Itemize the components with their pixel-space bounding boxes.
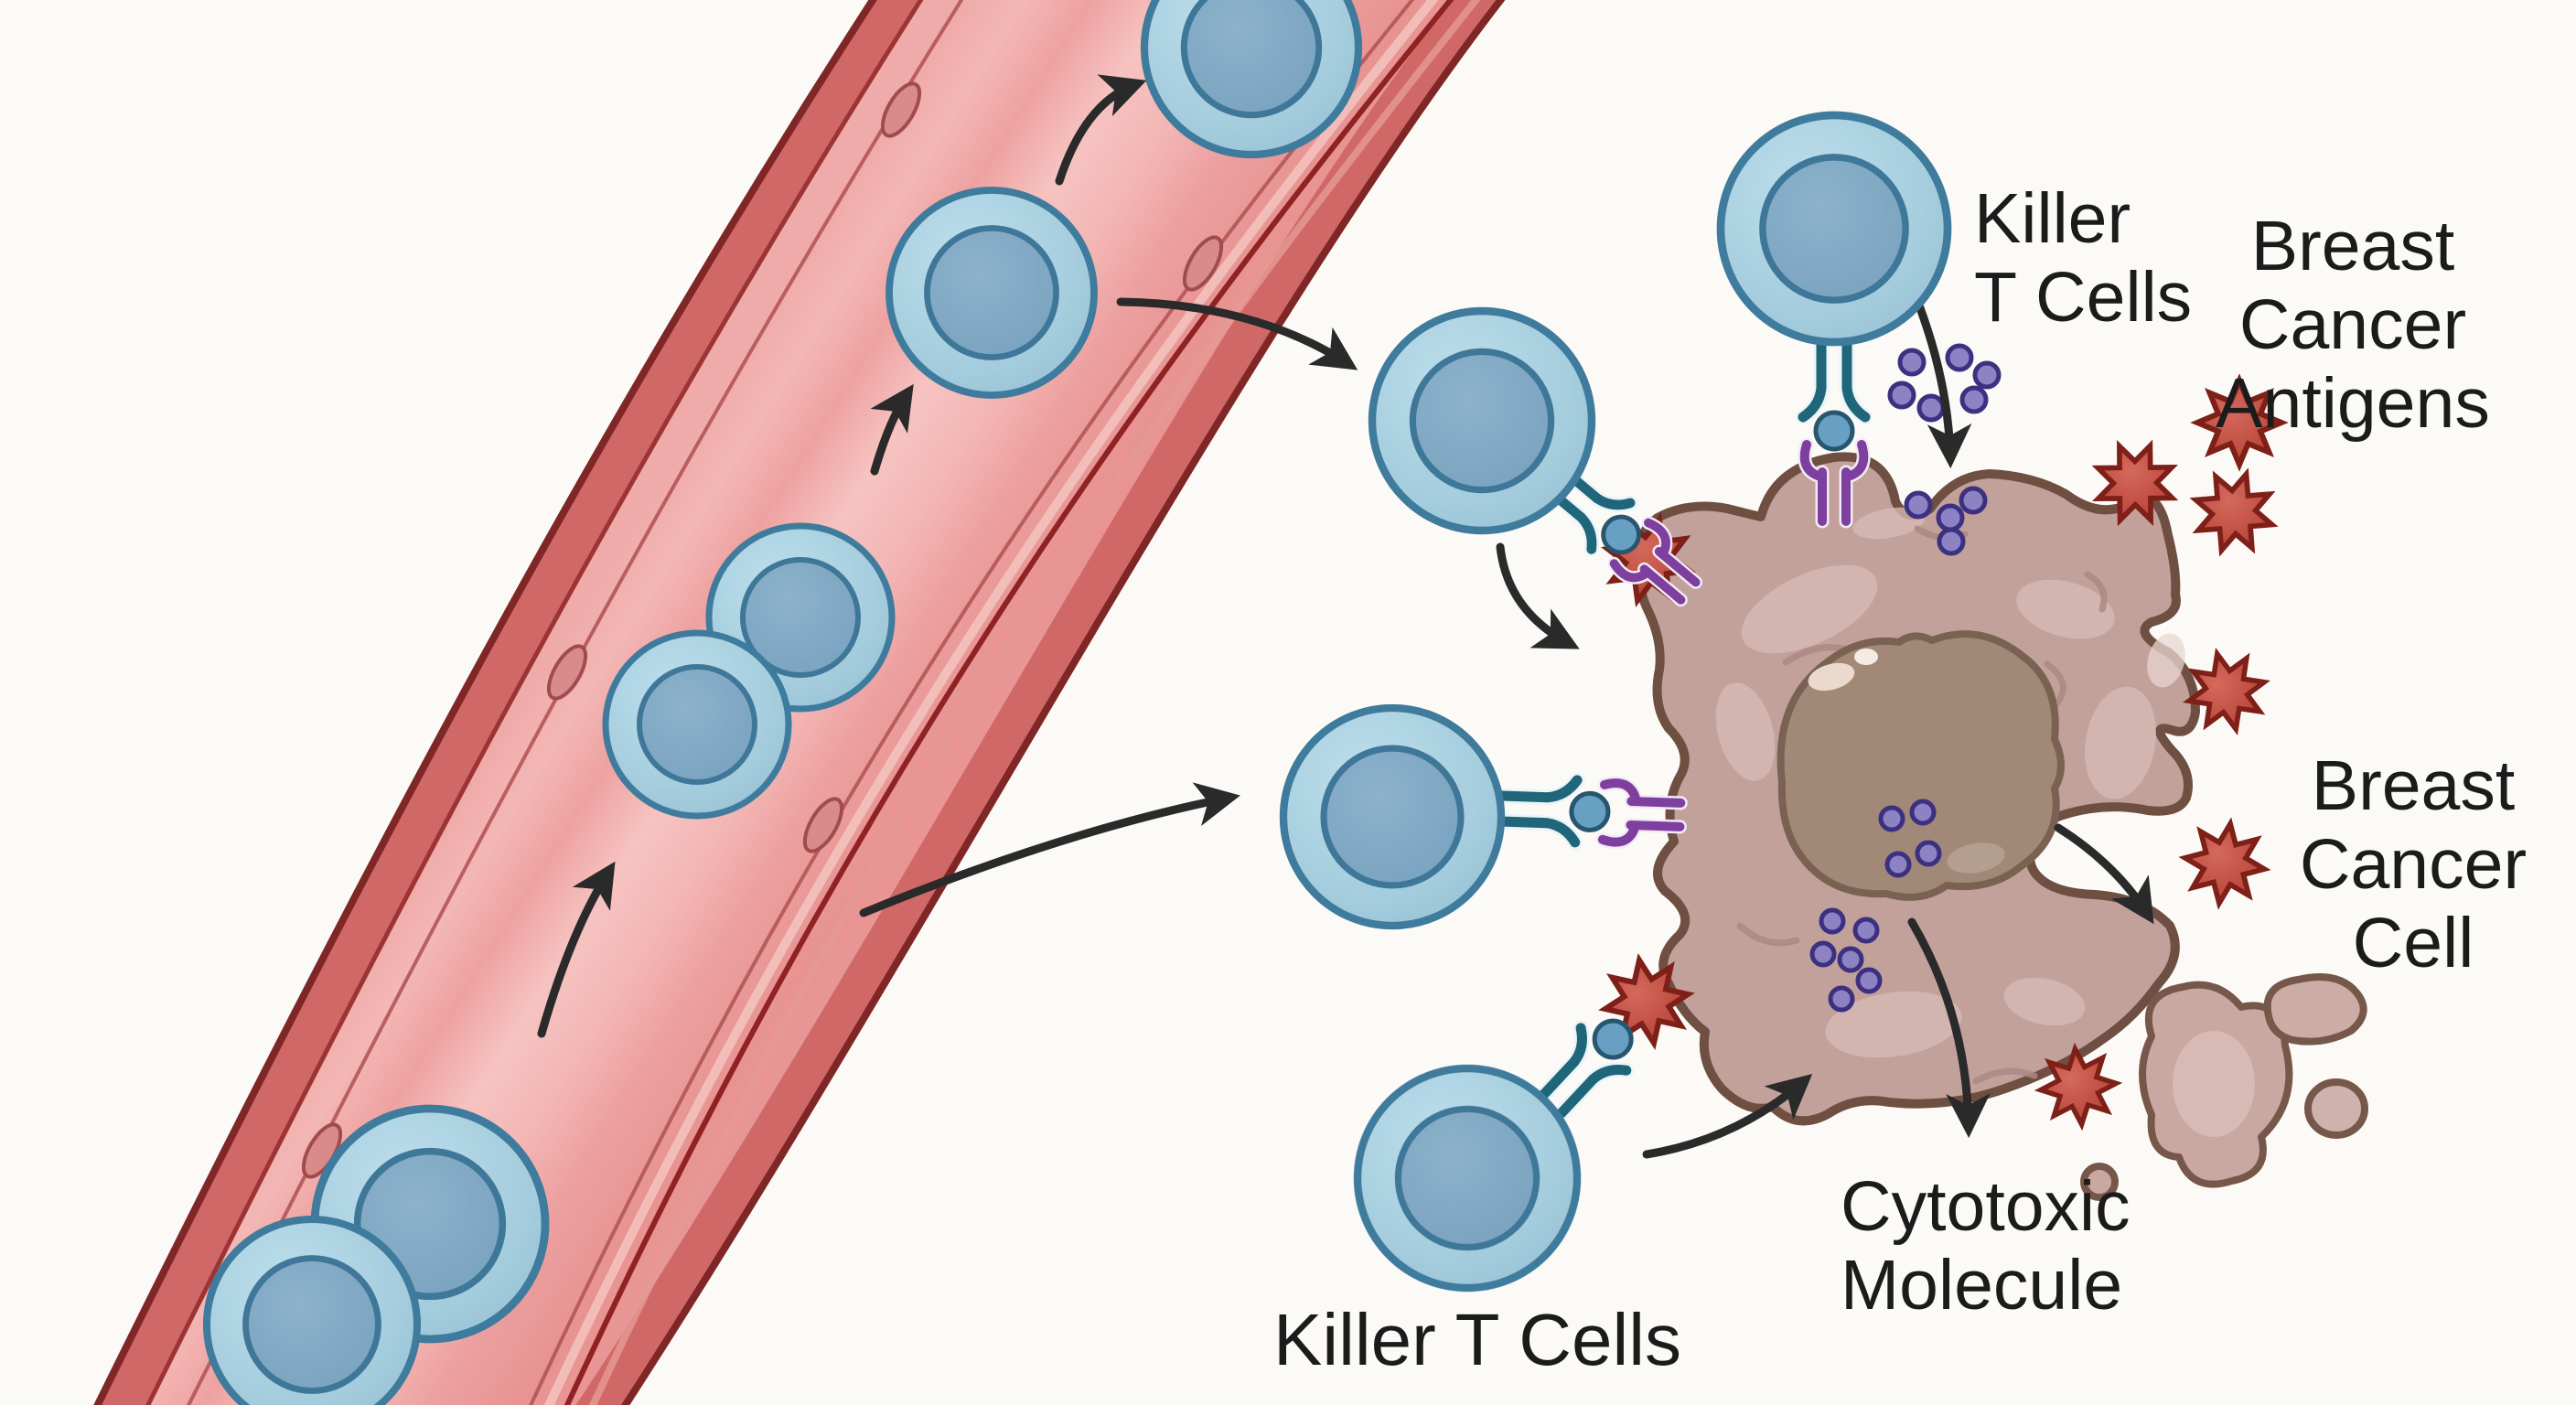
- cytotoxic-label-arrow-icon: [1907, 917, 1991, 1139]
- attack-arrow-icon: [1642, 1074, 1813, 1159]
- apoptosis-arrow-icon: [2054, 823, 2154, 925]
- label-line: Killer: [1974, 179, 2131, 258]
- cytotoxic-dot: [1819, 907, 1846, 935]
- antigen-burst-icon: [2184, 462, 2284, 563]
- cytotoxic-dot: [1959, 486, 1988, 515]
- t-cell-in-vessel: [606, 633, 789, 816]
- cell-fragment: [2263, 973, 2367, 1046]
- cytotoxic-dot: [1915, 840, 1942, 867]
- label-line: Breast: [2311, 746, 2516, 825]
- cytotoxic-dot: [1909, 799, 1937, 826]
- blood-flow-arrows: [537, 74, 1147, 1038]
- cytoplasm-patches: [1715, 507, 2185, 1058]
- flow-arrow-icon: [870, 383, 914, 476]
- lumen-edge-right: [564, 0, 1454, 1405]
- label-cytotoxic-molecule: Cytotoxic Molecule: [1841, 1167, 2131, 1325]
- exit-vessel-arrow-icon: [1116, 297, 1358, 370]
- label-breast-cancer-cell: Breast Cancer Cell: [2230, 746, 2576, 983]
- cell-fragment: [2304, 1078, 2368, 1139]
- killer-t-cell: [1358, 1068, 1577, 1288]
- cytotoxic-molecule-dots: [1809, 343, 2002, 1013]
- cytotoxic-dot: [1887, 381, 1916, 410]
- cytotoxic-dot: [1828, 985, 1855, 1013]
- blood-vessel: [93, 0, 1506, 1405]
- approach-arrow-icon: [1496, 542, 1580, 649]
- endothelial-nucleus: [546, 644, 588, 701]
- t-cell-in-vessel: [207, 1219, 417, 1405]
- t-cell-receptor-icon: [1803, 342, 1865, 449]
- cytotoxic-dot: [1959, 385, 1989, 414]
- t-cell-in-vessel: [889, 190, 1094, 395]
- cytotoxic-dot: [1945, 343, 1974, 372]
- vessel-outline-left: [93, 0, 877, 1405]
- vessel-wall-highlight: [588, 0, 1481, 1405]
- cytotoxic-dot: [1972, 360, 2002, 390]
- flow-arrow-icon: [1055, 74, 1147, 186]
- label-line: Killer T Cells: [1273, 1299, 1682, 1380]
- killer-t-cell: [1372, 311, 1592, 531]
- label-breast-cancer-antigens: Breast Cancer Antigens: [2170, 207, 2536, 444]
- cytotoxic-dot: [1936, 503, 1965, 532]
- cytotoxic-dot: [1884, 851, 1912, 878]
- cytotoxic-dot: [1837, 946, 1864, 973]
- cytotoxic-dot: [1916, 393, 1946, 423]
- label-line: Cell: [2352, 904, 2474, 983]
- endothelial-nucleus: [802, 797, 844, 853]
- cytotoxic-dot: [1878, 805, 1905, 832]
- degranulation-arrow-icon: [1915, 301, 1972, 469]
- label-line: Molecule: [1841, 1246, 2123, 1325]
- fragment-highlight: [2173, 1031, 2255, 1137]
- vessel-outline-right: [620, 0, 1506, 1405]
- cytotoxic-dot: [1855, 967, 1883, 994]
- cytotoxic-dot: [1937, 527, 1966, 556]
- tcr-complex-middle: [1500, 778, 1681, 846]
- cancer-nucleus: [1776, 630, 2065, 901]
- breast-cancer-cell: [1637, 452, 2200, 1126]
- label-line: Antigens: [2216, 364, 2490, 444]
- lumen-highlight-streak: [543, 0, 1439, 1405]
- label-line: Cytotoxic: [1841, 1167, 2131, 1246]
- t-cell-receptor-icon: [1500, 778, 1609, 843]
- nucleus-highlights: [1808, 649, 2005, 874]
- killer-t-cell: [1283, 708, 1501, 926]
- flow-arrow-icon: [537, 861, 616, 1038]
- killer-t-cell: [1721, 115, 1948, 342]
- endothelial-nucleus: [1182, 235, 1224, 292]
- endothelial-nucleus: [880, 81, 922, 138]
- label-killer-t-cells-top: Killer T Cells: [1974, 179, 2192, 337]
- lumen-edge-left: [145, 0, 924, 1405]
- label-line: Cancer: [2299, 825, 2528, 905]
- annotation-arrows: [859, 297, 2154, 1159]
- label-killer-t-cells-bottom: Killer T Cells: [1273, 1299, 1681, 1381]
- label-line: T Cells: [1974, 258, 2193, 338]
- migrate-arrow-icon: [859, 782, 1240, 917]
- cytotoxic-dot: [1897, 348, 1927, 377]
- label-line: Breast: [2250, 207, 2455, 285]
- label-line: Cancer: [2238, 285, 2467, 365]
- cytotoxic-dot: [1809, 940, 1837, 968]
- endothelial-nuclei: [301, 81, 1224, 1179]
- cytotoxic-dot: [1904, 490, 1933, 520]
- cell-fragment: [2080, 1163, 2119, 1201]
- cytotoxic-dot: [1852, 917, 1880, 944]
